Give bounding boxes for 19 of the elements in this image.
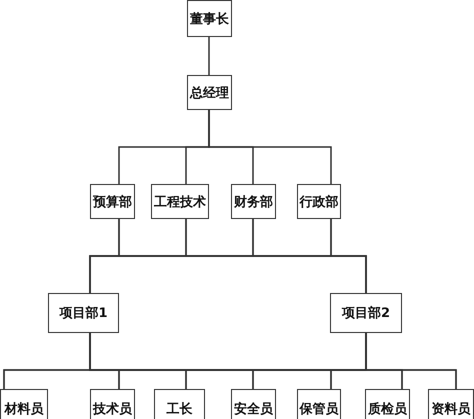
- connector-line: [330, 219, 367, 293]
- org-box: 工长: [154, 389, 205, 419]
- org-box: 质检员: [365, 389, 410, 419]
- org-box: 保管员: [297, 389, 341, 419]
- org-box: 行政部: [297, 184, 341, 219]
- org-box: 安全员: [231, 389, 276, 419]
- org-box: 预算部: [90, 184, 135, 219]
- org-box: 项目部1: [48, 293, 119, 333]
- org-box: 总经理: [187, 75, 232, 110]
- connector-line: [208, 37, 210, 75]
- org-box: 董事长: [187, 0, 232, 37]
- org-box: 资料员: [428, 389, 474, 419]
- connector-line: [365, 333, 457, 389]
- connector-line: [208, 110, 332, 184]
- org-box: 材料员: [0, 389, 48, 419]
- org-box: 工程技术: [151, 184, 209, 219]
- org-box: 财务部: [231, 184, 276, 219]
- org-box: 项目部2: [330, 293, 402, 333]
- org-box: 技术员: [90, 389, 135, 419]
